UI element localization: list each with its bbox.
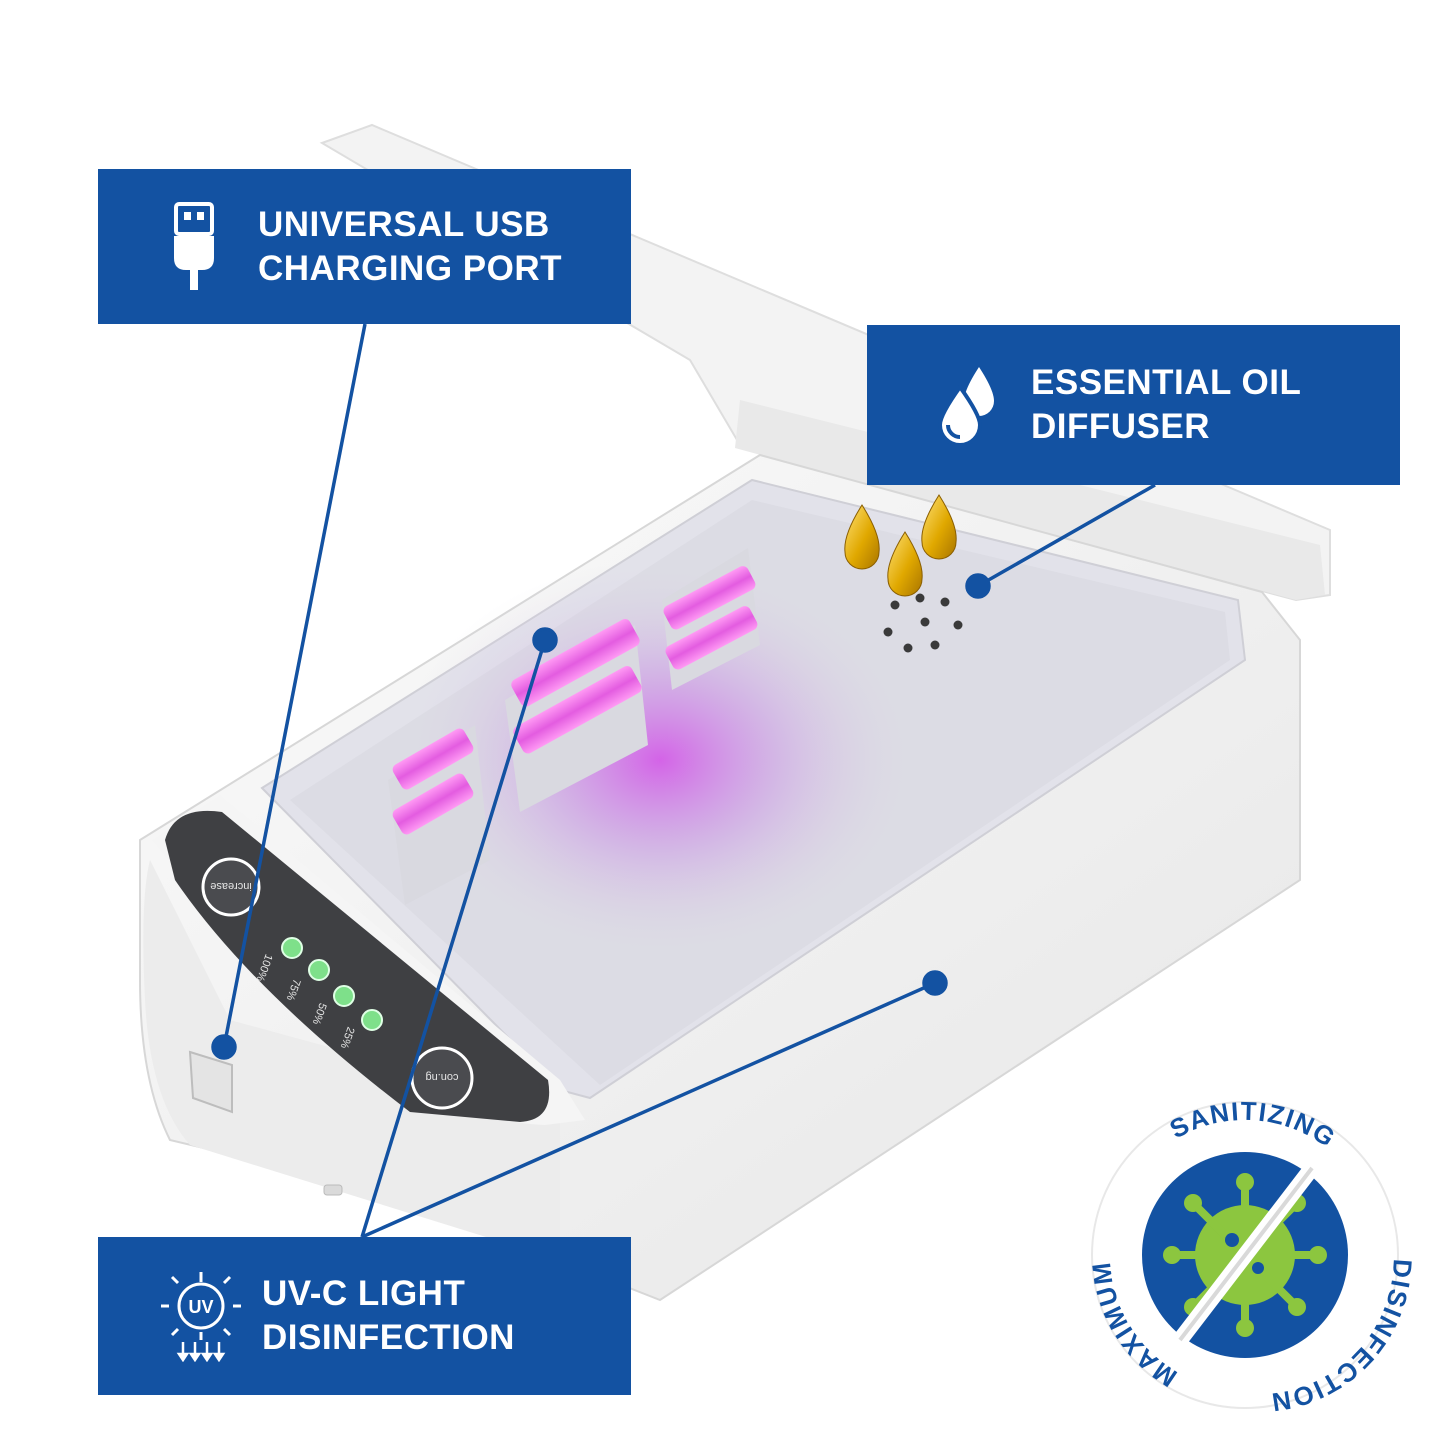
control-panel: increase con.ng 100% 75% 50% 25% bbox=[152, 795, 585, 1196]
leader-lines bbox=[211, 323, 1156, 1239]
uv-lamps bbox=[388, 548, 760, 905]
uv-sun-icon: UV bbox=[158, 1270, 244, 1362]
water-drops-icon bbox=[933, 365, 1005, 445]
usb-port bbox=[188, 1050, 343, 1196]
usb-plug-icon bbox=[164, 201, 224, 292]
uv-callout-line1: UV-C LIGHT bbox=[262, 1274, 466, 1313]
oil-drops bbox=[844, 494, 957, 597]
uv-light-callout: UV UV-C LIGHT DISINFECTION bbox=[98, 1237, 631, 1395]
increase-button-label: increase bbox=[210, 880, 252, 892]
uv-callout-line2: DISINFECTION bbox=[262, 1318, 515, 1357]
confirm-button-label: con.ng bbox=[425, 1071, 458, 1083]
virus-crossed-icon bbox=[1163, 1163, 1327, 1345]
oil-diffuser-callout: ESSENTIAL OIL DIFFUSER bbox=[867, 325, 1400, 485]
uv-icon-text: UV bbox=[188, 1297, 213, 1317]
increase-button[interactable]: increase bbox=[201, 857, 261, 917]
oil-callout-label: ESSENTIAL OIL DIFFUSER bbox=[1031, 361, 1301, 449]
oil-callout-line1: ESSENTIAL OIL bbox=[1031, 363, 1302, 402]
uv-callout-label: UV-C LIGHT DISINFECTION bbox=[262, 1272, 515, 1360]
diffuser-holes bbox=[883, 593, 963, 653]
sanitizing-badge: SANITIZING MAXIMUM DISINFECTION bbox=[1086, 1096, 1417, 1418]
usb-callout-line2: CHARGING PORT bbox=[258, 248, 562, 288]
confirm-button[interactable]: con.ng bbox=[410, 1046, 474, 1110]
usb-callout-line1: UNIVERSAL USB bbox=[258, 204, 550, 244]
oil-callout-line2: DIFFUSER bbox=[1031, 407, 1210, 446]
